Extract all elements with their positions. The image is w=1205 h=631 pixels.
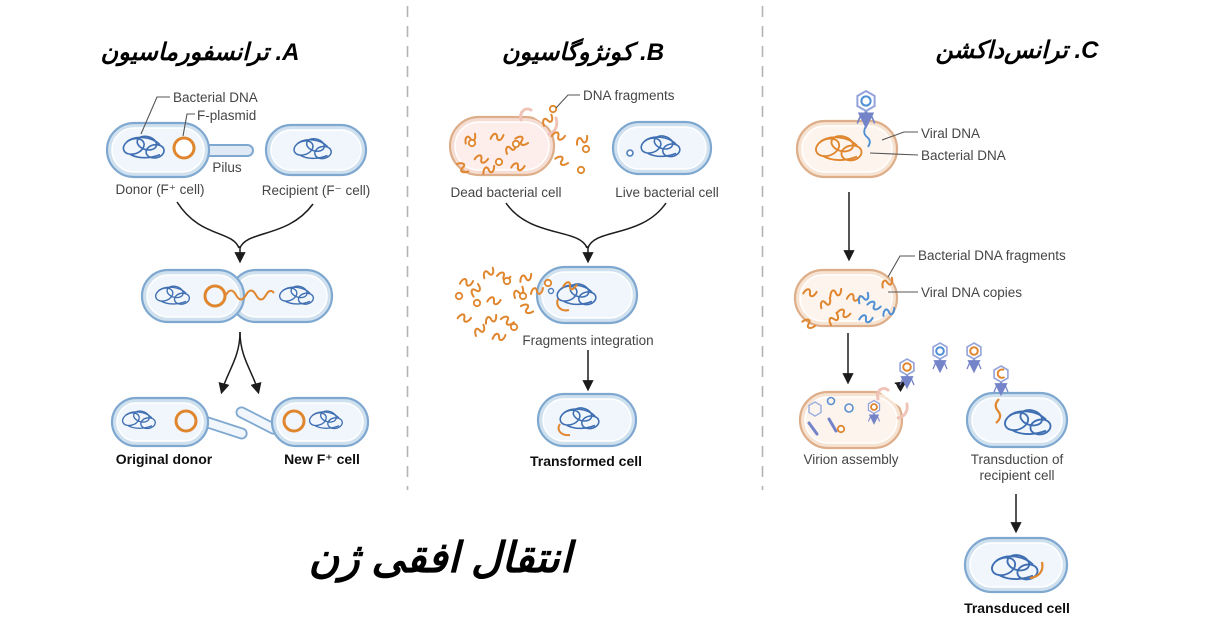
new-f-plus-cell <box>235 396 370 448</box>
donor-cell <box>105 121 254 179</box>
label-dead-cell: Dead bacterial cell <box>450 185 562 200</box>
integration-cell <box>535 265 639 325</box>
label-donor: Donor (F⁺ cell) <box>115 182 205 197</box>
label-recipient: Recipient (F⁻ cell) <box>261 183 371 198</box>
virion-assembly-cell <box>798 384 910 450</box>
label-bacterial-dna-a: Bacterial DNA <box>173 90 258 105</box>
label-transduction-line2: recipient cell <box>979 468 1055 484</box>
merge-arrows-b <box>505 202 667 264</box>
panel-c-title: C. ترانس‌داکشن <box>935 37 1099 64</box>
label-dna-fragments: DNA fragments <box>583 88 675 103</box>
free-phage-3 <box>967 343 981 369</box>
label-bacterial-dna-c: Bacterial DNA <box>921 148 1006 163</box>
label-transduction-of: Transduction of recipient cell <box>955 452 1079 484</box>
label-transduced-cell: Transduced cell <box>964 600 1070 616</box>
injecting-phage <box>994 366 1008 392</box>
main-title: انتقال افقی ژن <box>308 534 572 581</box>
label-live-cell: Live bacterial cell <box>615 185 719 200</box>
label-bacterial-dna-fragments: Bacterial DNA fragments <box>918 248 1066 263</box>
merge-arrows-a <box>176 201 314 264</box>
split-arrows-a <box>218 331 262 395</box>
free-phage-1 <box>900 359 914 385</box>
phage-attacking <box>857 91 875 124</box>
fragment-cloud <box>454 266 544 342</box>
infected-cell <box>795 119 899 179</box>
conjugation-pair-cell <box>140 268 334 324</box>
mini-phage <box>868 401 879 422</box>
transformed-cell <box>536 392 638 448</box>
transduced-cell <box>963 536 1069 594</box>
label-fragments-integration: Fragments integration <box>522 333 654 348</box>
leader-lines-c1 <box>869 131 919 156</box>
replication-cell <box>793 268 899 332</box>
dead-bacterial-cell <box>448 104 559 177</box>
label-viral-dna: Viral DNA <box>921 126 981 141</box>
free-phage-2 <box>933 343 947 369</box>
leader-lines-c2 <box>887 255 918 293</box>
live-bacterial-cell <box>611 120 713 176</box>
leader-dna-fragments <box>555 94 580 109</box>
label-transduction-line1: Transduction of <box>970 452 1064 467</box>
original-donor-cell <box>110 396 248 448</box>
label-transformed-cell: Transformed cell <box>529 453 643 469</box>
label-pilus: Pilus <box>212 160 242 175</box>
panel-b-title: B. کونژوگاسیون <box>501 39 665 66</box>
label-virion-assembly: Virion assembly <box>803 452 899 467</box>
label-viral-dna-copies: Viral DNA copies <box>921 285 1023 300</box>
leader-lines-a <box>140 96 195 137</box>
transduction-recipient-cell <box>965 391 1069 449</box>
label-f-plasmid: F-plasmid <box>197 108 257 123</box>
label-new-f-cell: New F⁺ cell <box>284 451 360 467</box>
f-plasmid-ring <box>172 136 196 160</box>
recipient-cell <box>264 123 368 177</box>
label-original-donor: Original donor <box>115 451 213 467</box>
panel-a-title: A. ترانسفورماسیون <box>100 39 300 66</box>
